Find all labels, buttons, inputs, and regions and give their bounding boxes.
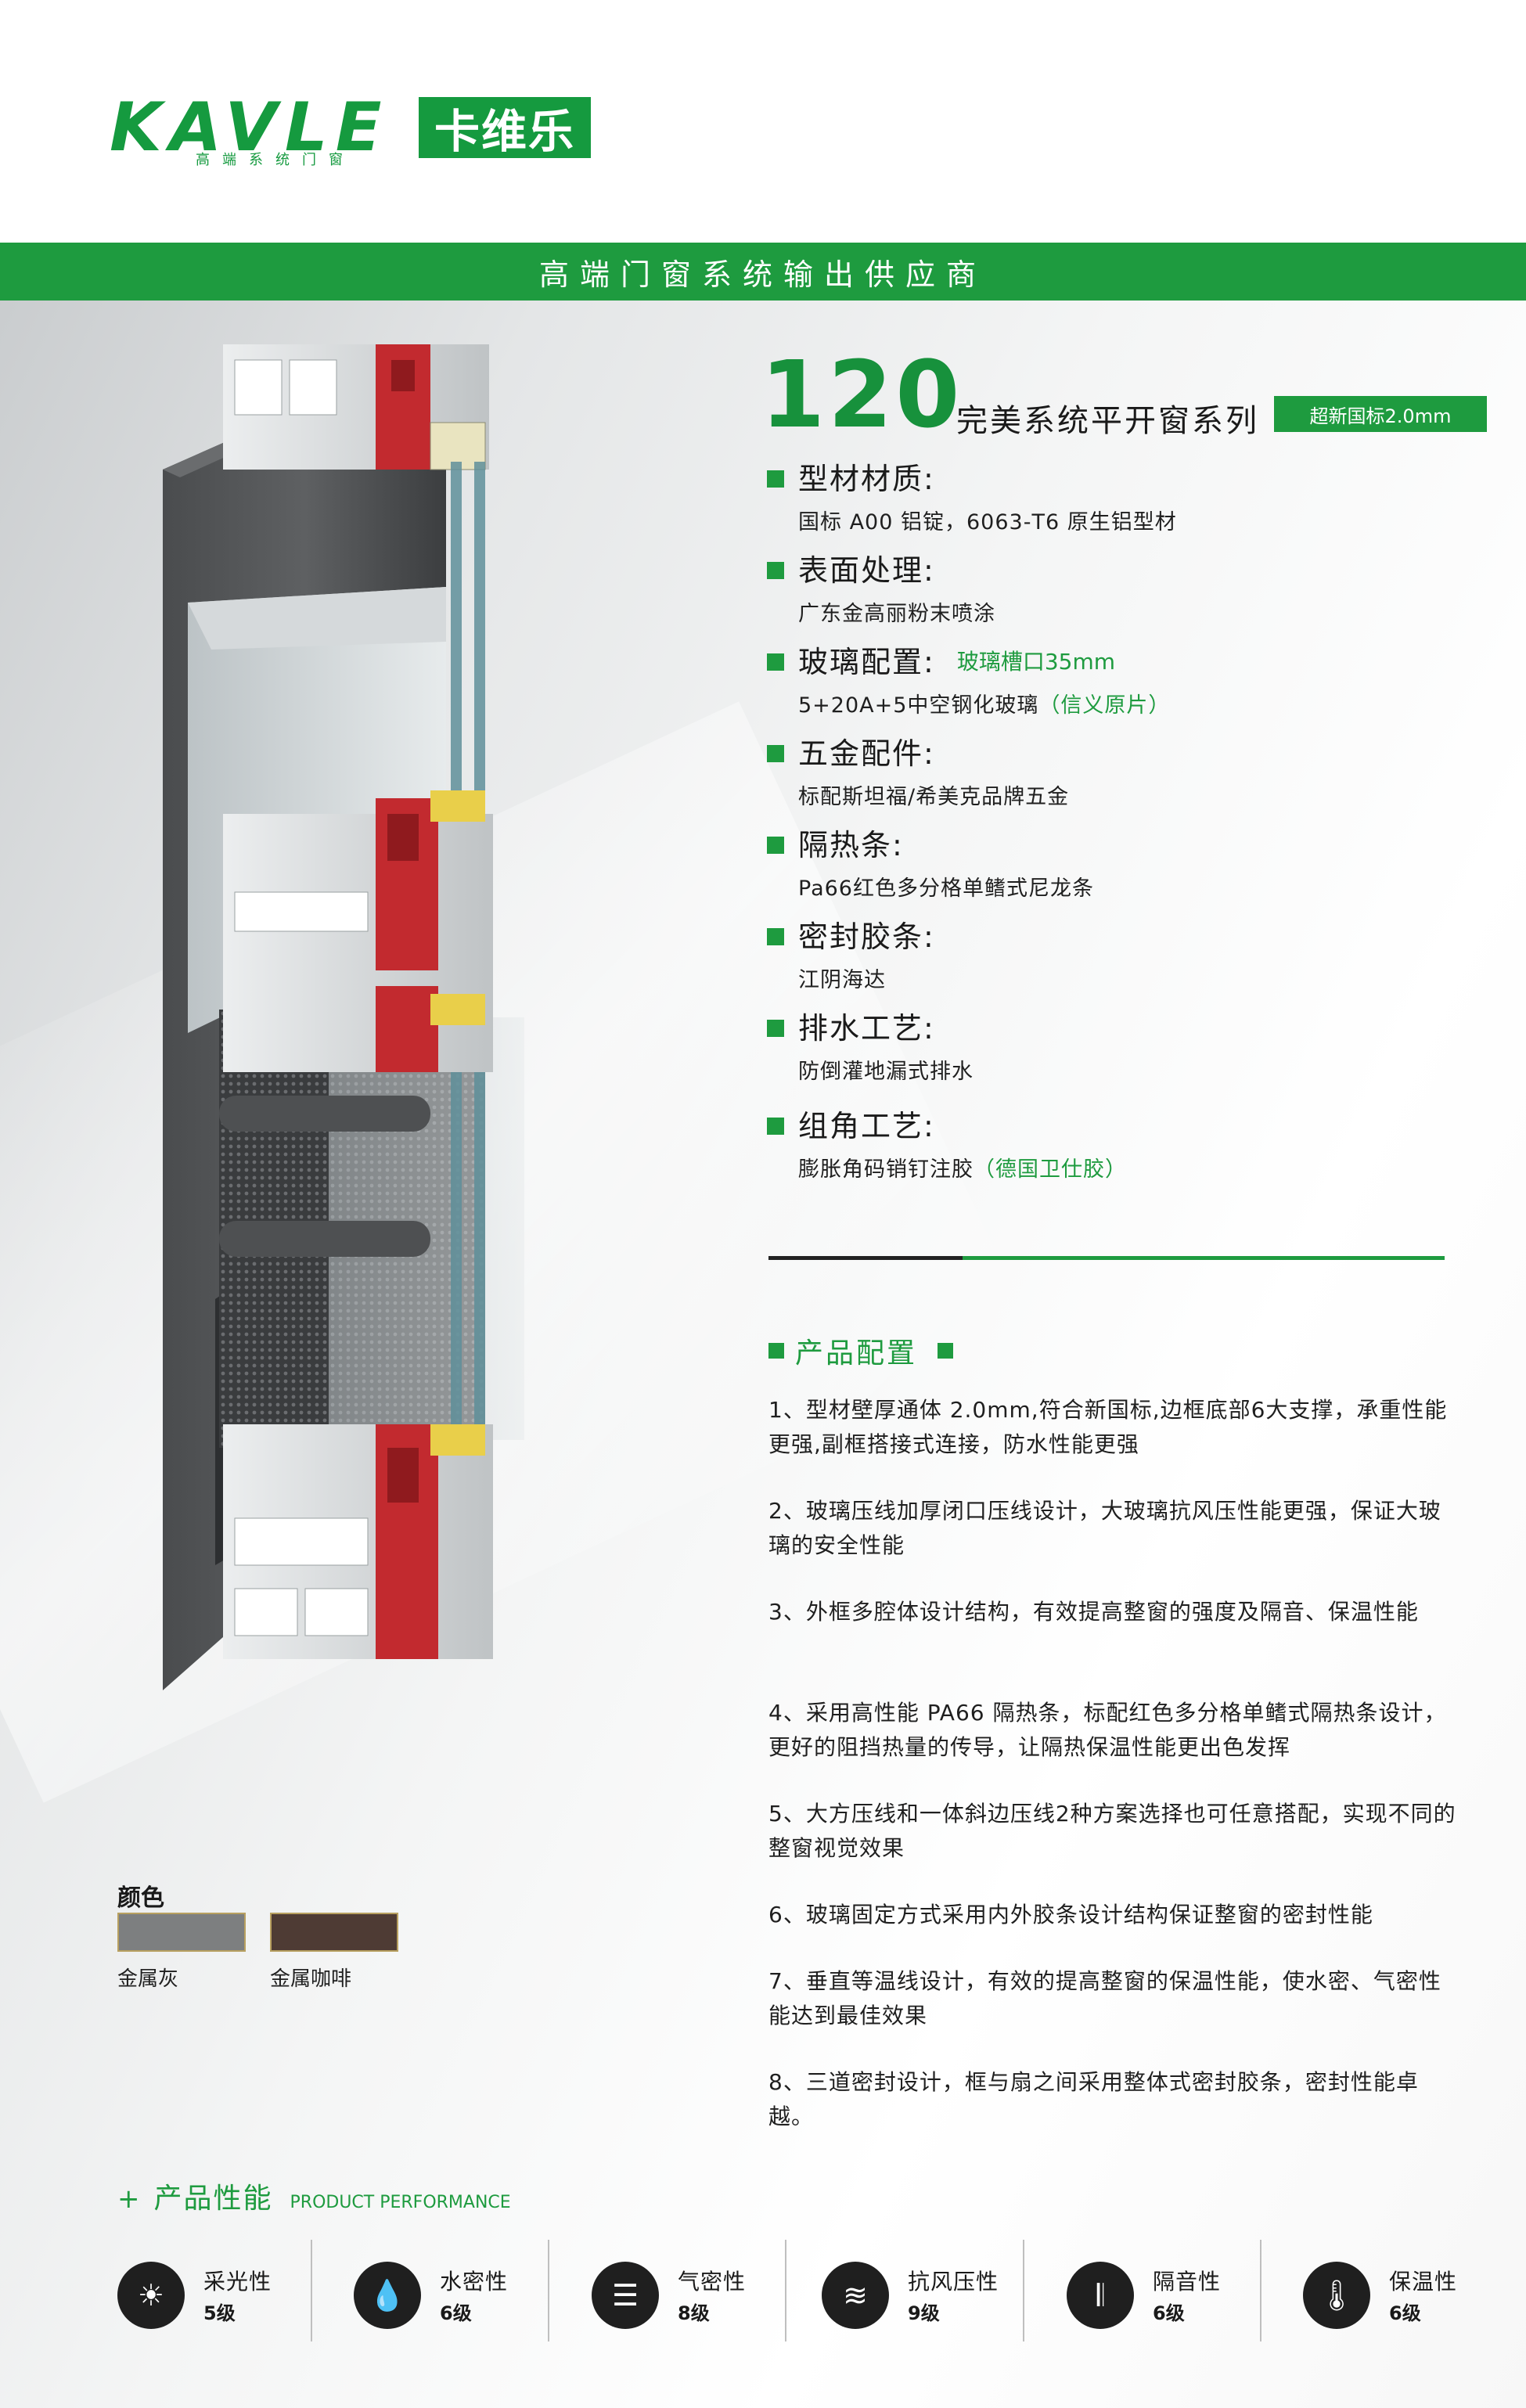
spec-item-material: 型材材质: 国标 A00 铝锭，6063-T6 原生铝型材: [767, 464, 1177, 535]
spec-label: 排水工艺:: [798, 1011, 935, 1046]
config-item: 7、垂直等温线设计，有效的提高整窗的保温性能，使水密、气密性能达到最佳效果: [768, 1968, 1441, 2028]
wind-icon: ≋: [822, 2262, 889, 2329]
performance-item-sound: 𝄃 隔音性 6级: [1067, 2244, 1278, 2346]
color-heading: 颜色: [117, 1884, 164, 1912]
config-item: 3、外框多腔体设计结构，有效提高整窗的强度及隔音、保温性能: [768, 1599, 1419, 1625]
logo-tagline: 高端系统门窗: [196, 152, 355, 168]
spec-item-surface: 表面处理: 广东金高丽粉末喷涂: [767, 556, 995, 627]
performance-item-insulation: 🌡 保温性 6级: [1303, 2244, 1514, 2346]
spec-item-seal: 密封胶条: 江阴海达: [767, 922, 935, 993]
bullet-square-icon: [767, 470, 784, 488]
spec-value-highlight: （德国卫仕胶）: [974, 1157, 1127, 1182]
spec-label: 型材材质:: [798, 462, 935, 496]
performance-item-daylight: ☀ 采光性 5级: [117, 2244, 329, 2346]
spec-value: Pa66红色多分格单鳍式尼龙条: [798, 876, 1094, 901]
color-swatch-metal-gray: [117, 1913, 246, 1952]
performance-separator: [1260, 2240, 1261, 2341]
logo-wordmark: KAVLE: [110, 88, 390, 167]
config-item: 6、玻璃固定方式采用内外胶条设计结构保证整窗的密封性能: [768, 1902, 1373, 1927]
config-item: 5、大方压线和一体斜边压线2种方案选择也可任意搭配，实现不同的整窗视觉效果: [768, 1801, 1456, 1861]
spec-value: 5+20A+5中空钢化玻璃: [798, 693, 1039, 718]
performance-item-wind-pressure: ≋ 抗风压性 9级: [822, 2244, 1033, 2346]
thermometer-icon: 🌡: [1303, 2262, 1370, 2329]
spec-value: 标配斯坦福/希美克品牌五金: [798, 785, 1070, 809]
window-profile-illustration: [163, 344, 524, 1690]
bullet-square-icon: [938, 1343, 954, 1359]
performance-separator: [548, 2240, 549, 2341]
performance-heading: + 产品性能 PRODUCT PERFORMANCE: [117, 2183, 511, 2215]
series-number: 120: [761, 340, 963, 448]
air-tight-icon: ☰: [592, 2262, 659, 2329]
spec-item-drainage: 排水工艺: 防倒灌地漏式排水: [767, 1013, 974, 1085]
spec-label: 五金配件:: [798, 736, 935, 771]
spec-value: 江阴海达: [798, 968, 886, 992]
color-swatch-metal-coffee: [270, 1913, 398, 1952]
spec-item-corner: 组角工艺: 膨胀角码销钉注胶（德国卫仕胶）: [767, 1111, 1127, 1182]
spec-value: 防倒灌地漏式排水: [798, 1060, 974, 1084]
config-item: 8、三道密封设计，框与扇之间采用整体式密封胶条，密封性能卓越。: [768, 2069, 1419, 2129]
spec-item-glass: 玻璃配置: 玻璃槽口35mm 5+20A+5中空钢化玻璃（信义原片）: [767, 647, 1170, 718]
bullet-square-icon: [767, 562, 784, 579]
bullet-square-icon: [768, 1343, 784, 1359]
performance-item-airtight: ☰ 气密性 8级: [592, 2244, 803, 2346]
spec-label: 隔热条:: [798, 828, 904, 862]
section-divider-accent: [963, 1256, 1445, 1260]
color-label: 金属咖啡: [270, 1967, 352, 1991]
sun-icon: ☀: [117, 2262, 185, 2329]
spec-value: 膨胀角码销钉注胶: [798, 1157, 974, 1182]
bullet-square-icon: [767, 1020, 784, 1037]
brand-logo: KAVLE 高端系统门窗 卡维乐: [110, 88, 591, 168]
spec-label: 玻璃配置:: [798, 645, 935, 679]
standard-badge: 超新国标2.0mm: [1274, 396, 1487, 432]
bullet-square-icon: [767, 745, 784, 762]
spec-label: 密封胶条:: [798, 920, 935, 954]
spec-value-highlight: （信义原片）: [1038, 693, 1171, 718]
sound-wave-icon: 𝄃: [1067, 2262, 1134, 2329]
series-title: 完美系统平开窗系列: [956, 403, 1259, 439]
spec-label: 表面处理:: [798, 553, 935, 588]
supplier-banner: 高端门窗系统输出供应商: [0, 243, 1526, 301]
spec-note: 玻璃槽口35mm: [956, 649, 1115, 675]
bullet-square-icon: [767, 653, 784, 671]
performance-item-watertight: 💧 水密性 6级: [354, 2244, 565, 2346]
config-item: 4、采用高性能 PA66 隔热条，标配红色多分格单鳍式隔热条设计，更好的阻挡热量…: [768, 1700, 1447, 1760]
config-item: 1、型材壁厚通体 2.0mm,符合新国标,边框底部6大支撑，承重性能更强,副框搭…: [768, 1397, 1448, 1457]
bullet-square-icon: [767, 1118, 784, 1135]
water-drop-icon: 💧: [354, 2262, 421, 2329]
plus-icon: +: [117, 2183, 140, 2215]
logo-chinese-name: 卡维乐: [419, 97, 591, 158]
spec-value: 国标 A00 铝锭，6063-T6 原生铝型材: [798, 510, 1177, 535]
config-item: 2、玻璃压线加厚闭口压线设计，大玻璃抗风压性能更强，保证大玻璃的安全性能: [768, 1498, 1441, 1558]
performance-separator: [785, 2240, 786, 2341]
spec-item-hardware: 五金配件: 标配斯坦福/希美克品牌五金: [767, 739, 1069, 810]
bullet-square-icon: [767, 837, 784, 854]
performance-separator: [1023, 2240, 1024, 2341]
spec-value: 广东金高丽粉末喷涂: [798, 602, 995, 626]
color-label: 金属灰: [117, 1967, 179, 1991]
spec-label: 组角工艺:: [798, 1109, 935, 1143]
spec-item-thermal-strip: 隔热条: Pa66红色多分格单鳍式尼龙条: [767, 830, 1094, 902]
performance-separator: [311, 2240, 312, 2341]
config-heading: 产品配置: [768, 1330, 954, 1371]
section-divider: [768, 1256, 963, 1260]
bullet-square-icon: [767, 928, 784, 945]
